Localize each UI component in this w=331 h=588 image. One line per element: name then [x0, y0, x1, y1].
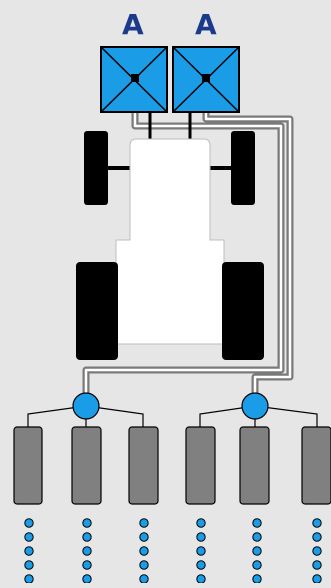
seed-dot-icon [24, 546, 34, 556]
row-unit-2 [71, 426, 102, 505]
tank-right-label: A [195, 8, 217, 41]
seed-dot-icon [82, 546, 92, 556]
distribution-head-left [72, 392, 100, 420]
distribution-lines [27, 405, 318, 427]
seed-dot-icon [82, 574, 92, 584]
seed-dot-columns [24, 518, 322, 584]
row-unit-1 [13, 426, 43, 505]
seed-dot-icon [312, 532, 322, 542]
row-units [13, 426, 331, 505]
seed-dot-icon [82, 532, 92, 542]
seed-dot-icon [252, 574, 262, 584]
seed-dot-icon [252, 518, 262, 528]
row-unit-4 [185, 426, 216, 505]
front-left-tire [84, 131, 108, 205]
seed-dot-icon [82, 518, 92, 528]
seed-dot-icon [139, 560, 149, 570]
rear-right-tire [222, 262, 264, 360]
seed-dot-icon [312, 518, 322, 528]
row-unit-3 [128, 426, 159, 505]
seed-dot-icon [196, 546, 206, 556]
distribution-head-right [241, 392, 269, 420]
seed-tank-right [172, 46, 240, 113]
seed-dot-icon [82, 560, 92, 570]
seed-dot-icon [139, 574, 149, 584]
row-unit-5 [239, 426, 270, 505]
seed-dot-icon [139, 546, 149, 556]
seed-dot-icon [196, 532, 206, 542]
seed-dot-icon [24, 560, 34, 570]
seed-dot-icon [252, 546, 262, 556]
seed-dot-icon [252, 532, 262, 542]
seed-dot-icon [312, 546, 322, 556]
tank-left-label: A [122, 8, 144, 41]
seed-dot-icon [252, 560, 262, 570]
seed-dot-icon [24, 532, 34, 542]
seed-tank-left [100, 46, 168, 113]
tractor-icon [76, 112, 264, 360]
hose-lines [82, 85, 294, 400]
seed-dot-icon [196, 560, 206, 570]
seed-dot-icon [196, 518, 206, 528]
seed-dot-icon [139, 518, 149, 528]
seed-dot-icon [24, 518, 34, 528]
seed-dot-icon [312, 560, 322, 570]
rear-left-tire [76, 262, 118, 360]
seed-dot-icon [196, 574, 206, 584]
seed-dot-icon [24, 574, 34, 584]
seed-dot-icon [139, 532, 149, 542]
row-unit-6 [301, 426, 331, 505]
front-right-tire [231, 131, 255, 205]
seed-dot-icon [312, 574, 322, 584]
